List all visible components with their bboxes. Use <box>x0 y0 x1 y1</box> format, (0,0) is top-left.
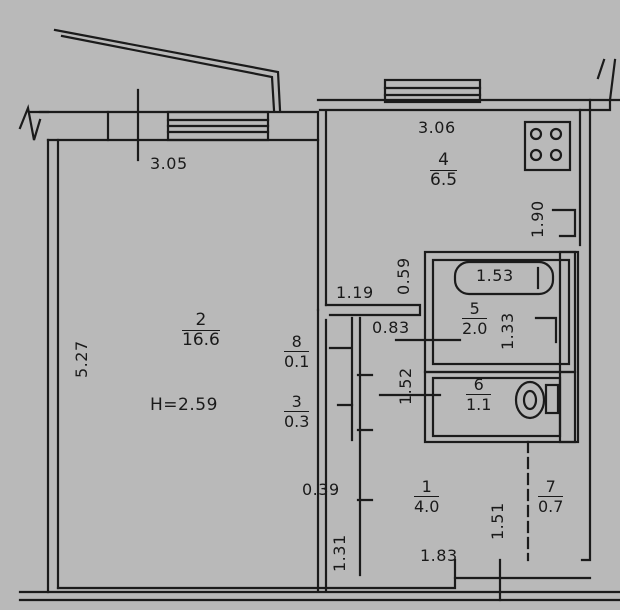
dim-living-length: 5.27 <box>72 340 91 378</box>
dim-closet-width: 0.39 <box>302 480 340 499</box>
dim-bath-depth: 1.33 <box>498 312 517 350</box>
dim-niche-width: 0.83 <box>372 318 410 337</box>
dim-corridor-width: 1.19 <box>336 283 374 302</box>
ceiling-height: H=2.59 <box>150 395 218 415</box>
dim-kitchen-depth: 1.90 <box>528 200 547 238</box>
dim-living-width: 3.05 <box>150 154 188 173</box>
dim-corridor-depth: 0.59 <box>394 257 413 295</box>
dim-kitchen-width: 3.06 <box>418 118 456 137</box>
dim-hall-width: 1.83 <box>420 546 458 565</box>
partition-living <box>316 110 328 312</box>
stove <box>523 120 572 172</box>
outer-wall-right <box>578 98 592 562</box>
window-kitchen <box>383 78 482 104</box>
dim-hall-length: 1.51 <box>488 502 507 540</box>
bathtub <box>453 260 555 296</box>
toilet <box>514 380 546 420</box>
dim-closet-length: 1.31 <box>330 534 349 572</box>
toilet-block <box>423 370 577 444</box>
balcony-inner <box>60 34 276 112</box>
dim-corridor-length: 1.52 <box>396 367 415 405</box>
balcony-outline <box>53 28 282 112</box>
outer-wall-top-right <box>316 98 612 112</box>
dim-bath-width: 1.53 <box>476 266 514 285</box>
